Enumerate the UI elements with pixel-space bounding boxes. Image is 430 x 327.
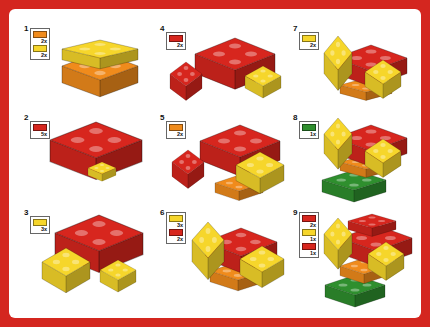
part-quantity: 5x <box>33 131 47 137</box>
part-quantity: 2x <box>169 236 183 242</box>
part-quantity: 2x <box>33 38 47 44</box>
part-row: 1x <box>302 243 316 256</box>
brick-icon <box>302 124 316 131</box>
step-1-model <box>62 40 138 97</box>
brick-icon <box>169 215 183 222</box>
parts-box: 5x <box>30 121 50 139</box>
part-row: 3x <box>169 215 183 228</box>
step-8-model <box>322 118 407 202</box>
brick-icon <box>33 45 47 52</box>
brick-icon <box>302 35 316 42</box>
part-quantity: 1x <box>302 131 316 137</box>
part-quantity: 2x <box>33 52 47 58</box>
part-row: 2x <box>33 45 47 58</box>
part-row: 2x <box>302 215 316 228</box>
parts-box: 2x <box>299 32 319 50</box>
brick-icon <box>302 229 316 236</box>
part-row: 2x <box>169 229 183 242</box>
step-callout: 33x <box>24 208 50 235</box>
step-3-model <box>42 215 143 293</box>
part-row: 5x <box>33 124 47 137</box>
part-row: 1x <box>302 229 316 242</box>
step-9-model <box>324 214 412 307</box>
brick-icon <box>33 31 47 38</box>
part-row: 2x <box>302 35 316 48</box>
parts-box: 1x <box>299 121 319 139</box>
brick-icon <box>169 229 183 236</box>
step-4-model <box>170 38 281 100</box>
step-5-model <box>172 125 284 201</box>
brick-icon <box>169 35 183 42</box>
parts-box: 2x <box>166 32 186 50</box>
brick-icon <box>302 243 316 250</box>
part-row: 3x <box>33 219 47 232</box>
step-callout: 12x2x <box>24 24 50 61</box>
step-callout: 42x <box>160 24 186 51</box>
brick-icon <box>33 124 47 131</box>
white-panel <box>9 9 421 318</box>
parts-box: 3x <box>30 216 50 234</box>
parts-box: 3x 2x <box>166 212 186 244</box>
step-6-model <box>192 222 284 291</box>
part-row: 2x <box>169 35 183 48</box>
part-quantity: 1x <box>302 250 316 256</box>
parts-box: 2x 2x <box>30 28 50 60</box>
part-quantity: 2x <box>169 131 183 137</box>
step-callout: 72x <box>293 24 319 51</box>
part-row: 2x <box>33 31 47 44</box>
step-2-model <box>50 122 142 181</box>
part-quantity: 3x <box>33 226 47 232</box>
part-quantity: 1x <box>302 236 316 242</box>
step-callout: 25x <box>24 113 50 140</box>
parts-box: 2x <box>166 121 186 139</box>
step-7-model <box>324 36 407 100</box>
part-quantity: 3x <box>169 222 183 228</box>
brick-icon <box>33 219 47 226</box>
part-quantity: 2x <box>302 42 316 48</box>
step-callout: 52x <box>160 113 186 140</box>
part-row: 1x <box>302 124 316 137</box>
step-callout: 92x1x1x <box>293 208 319 259</box>
step-callout: 63x2x <box>160 208 186 245</box>
brick-icon <box>302 215 316 222</box>
step-callout: 81x <box>293 113 319 140</box>
brick-icon <box>169 124 183 131</box>
part-quantity: 2x <box>169 42 183 48</box>
parts-box: 2x 1x 1x <box>299 212 319 258</box>
part-row: 2x <box>169 124 183 137</box>
part-quantity: 2x <box>302 222 316 228</box>
